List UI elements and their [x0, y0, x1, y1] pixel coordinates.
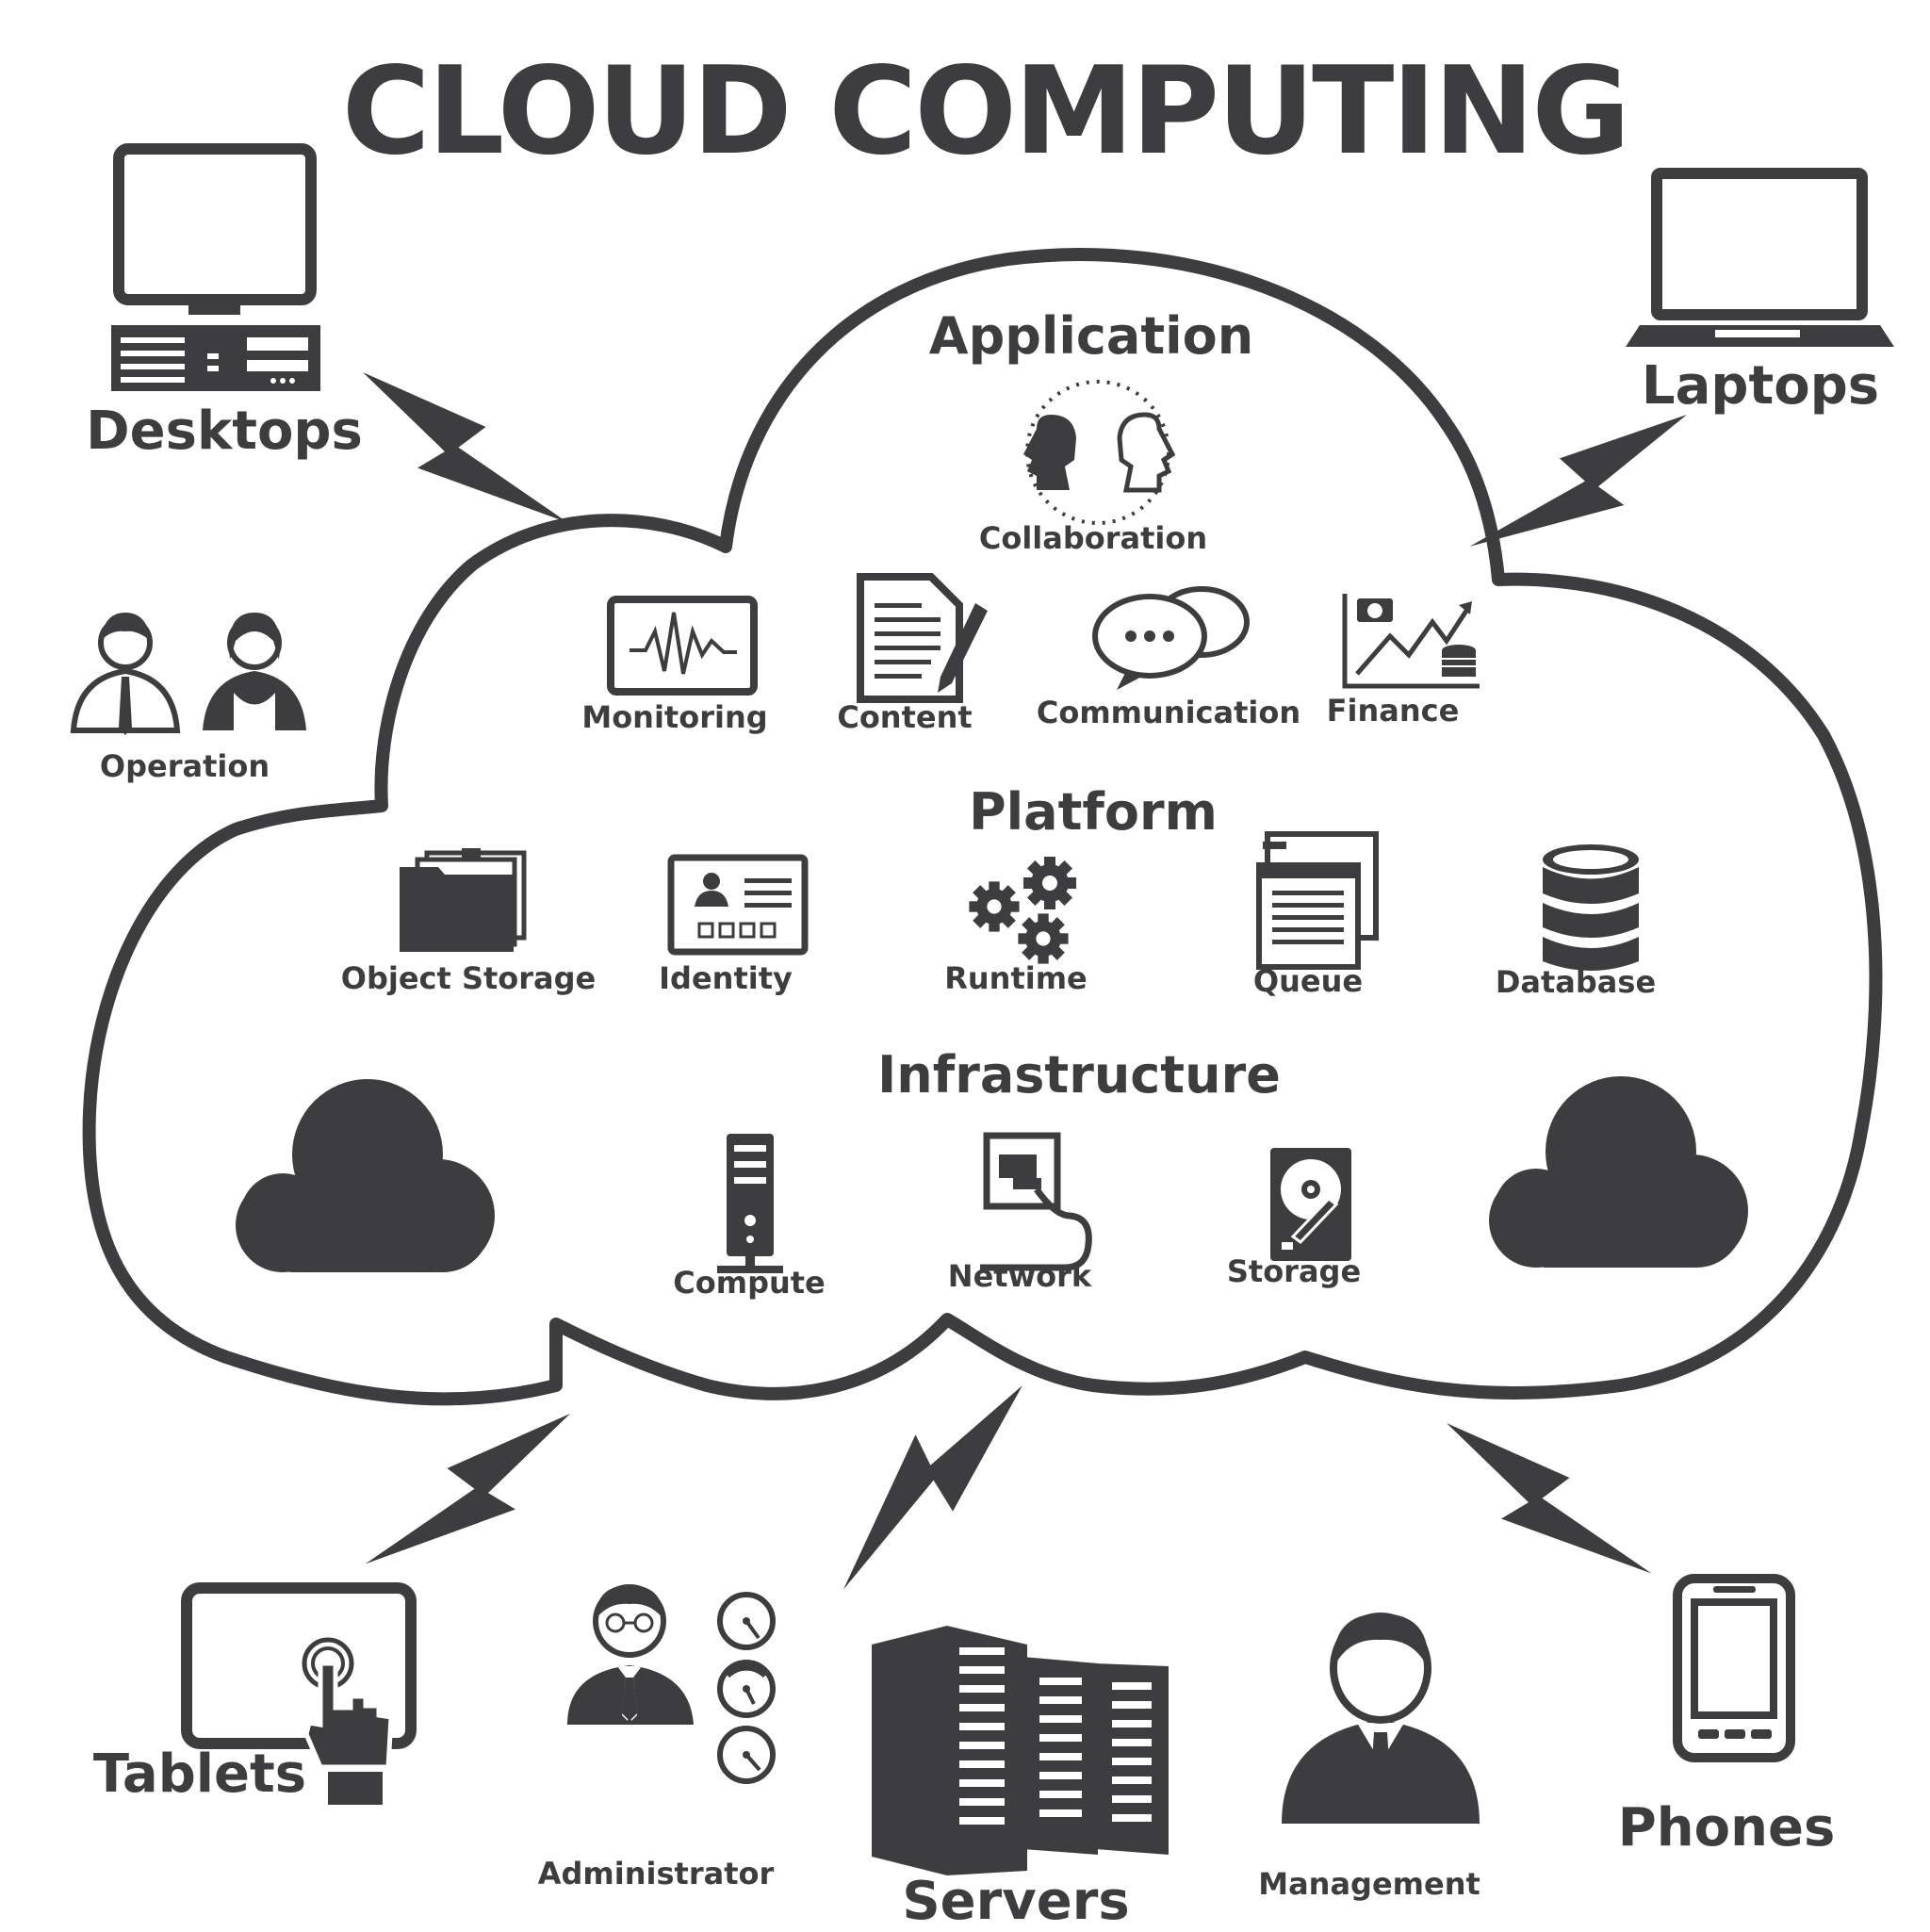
operation-people-icon — [70, 613, 306, 735]
bolt-icon-desktops — [363, 372, 568, 523]
bolt-icon-tablets — [365, 1414, 570, 1564]
label-queue: Queue — [1252, 963, 1364, 999]
label-compute: Compute — [673, 1265, 826, 1301]
compute-icon — [717, 1134, 783, 1273]
label-finance: Finance — [1326, 693, 1460, 729]
collaboration-icon — [1023, 380, 1176, 525]
cloud-icon-right — [1489, 1076, 1748, 1268]
content-icon — [857, 573, 988, 703]
storage-icon — [1270, 1148, 1351, 1261]
object-storage-icon — [400, 848, 527, 952]
label-communication: Communication — [1036, 695, 1301, 730]
label-object-storage: Object Storage — [340, 960, 597, 996]
bolt-icon-laptops — [1469, 397, 1687, 565]
bolt-icon-phones — [1447, 1423, 1652, 1574]
label-collaboration: Collaboration — [978, 520, 1208, 556]
label-phones: Phones — [1617, 1797, 1836, 1858]
bolt-icon-servers — [842, 1371, 1022, 1604]
label-laptops: Laptops — [1641, 355, 1880, 417]
label-identity: Identity — [659, 960, 793, 996]
label-desktops: Desktops — [86, 401, 363, 462]
cloud-icon-left — [236, 1079, 495, 1272]
laptop-icon — [1626, 168, 1894, 347]
page-title: CLOUD COMPUTING — [341, 41, 1630, 182]
runtime-icon — [969, 857, 1076, 964]
section-title-application: Application — [928, 306, 1254, 366]
label-operation: Operation — [99, 748, 270, 784]
communication-icon — [1092, 586, 1250, 690]
label-servers: Servers — [902, 1871, 1130, 1932]
tablet-icon — [181, 1582, 417, 1805]
label-monitoring: Monitoring — [581, 699, 768, 735]
label-storage: Storage — [1226, 1253, 1362, 1289]
servers-icon — [872, 1626, 1169, 1875]
label-administrator: Administrator — [537, 1856, 775, 1891]
label-runtime: Runtime — [944, 960, 1088, 996]
identity-icon — [667, 854, 809, 956]
label-content: Content — [837, 699, 973, 735]
label-network: Network — [947, 1258, 1092, 1294]
queue-icon — [1256, 831, 1379, 970]
database-icon — [1543, 844, 1639, 971]
label-database: Database — [1495, 964, 1657, 1000]
monitoring-icon — [607, 596, 758, 696]
network-icon — [980, 1132, 1092, 1271]
main-cloud-outline — [82, 248, 1883, 1406]
desktop-icon — [111, 143, 320, 391]
phone-icon — [1673, 1574, 1795, 1762]
label-tablets: Tablets — [92, 1744, 307, 1805]
section-title-platform: Platform — [969, 782, 1218, 842]
administrator-icon — [567, 1584, 776, 1784]
finance-icon — [1342, 594, 1480, 689]
management-icon — [1282, 1613, 1480, 1824]
section-title-infrastructure: Infrastructure — [877, 1045, 1281, 1105]
label-management: Management — [1258, 1866, 1480, 1902]
gauge-icons — [717, 1592, 776, 1784]
